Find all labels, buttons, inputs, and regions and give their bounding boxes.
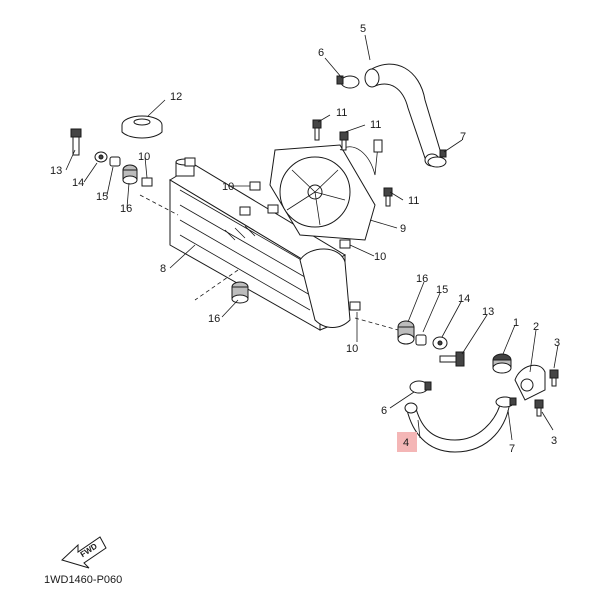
mount-guide-line xyxy=(354,317,399,331)
hose-clamp-top[interactable] xyxy=(336,75,360,89)
bolt-3-bottom[interactable] xyxy=(534,399,544,417)
hose-clamp-lower-left[interactable] xyxy=(409,380,432,394)
radiator-core[interactable] xyxy=(169,158,351,331)
callout-7[interactable]: 7 xyxy=(460,131,466,143)
callout-4-highlight xyxy=(397,432,417,452)
lower-radiator-hose[interactable] xyxy=(404,396,512,453)
callout-1[interactable]: 1 xyxy=(513,317,519,329)
bolt-11[interactable] xyxy=(383,187,393,207)
callout-2[interactable]: 2 xyxy=(533,321,539,333)
callout-8[interactable]: 8 xyxy=(160,263,166,275)
grommet-16-bottom[interactable] xyxy=(231,281,249,304)
leader-lines xyxy=(65,34,559,441)
callout-13[interactable]: 13 xyxy=(50,165,62,177)
bolt-3-top[interactable] xyxy=(549,369,559,387)
clip-10[interactable] xyxy=(267,204,279,214)
thermostat[interactable] xyxy=(492,353,512,374)
clip-10[interactable] xyxy=(249,181,261,191)
callout-7[interactable]: 7 xyxy=(509,443,515,455)
callout-13[interactable]: 13 xyxy=(482,306,494,318)
callout-16[interactable]: 16 xyxy=(416,273,428,285)
diagram-code: 1WD1460-P060 xyxy=(44,574,122,586)
clip-10[interactable] xyxy=(141,177,153,187)
callout-9[interactable]: 9 xyxy=(400,223,406,235)
bolt-11[interactable] xyxy=(339,131,349,151)
collar-15-left[interactable] xyxy=(109,156,121,167)
callout-6[interactable]: 6 xyxy=(318,47,324,59)
callout-12[interactable]: 12 xyxy=(170,91,182,103)
grommet-16-right[interactable] xyxy=(397,320,415,345)
callout-14[interactable]: 14 xyxy=(72,177,84,189)
bolt-13-right[interactable] xyxy=(439,351,465,367)
fwd-arrow: FWD xyxy=(61,536,107,569)
callout-3[interactable]: 3 xyxy=(551,435,557,447)
mount-guide-line xyxy=(139,194,179,216)
callout-labels: 5 6 12 11 11 7 13 10 14 15 16 10 11 9 10… xyxy=(50,23,560,455)
callout-11[interactable]: 11 xyxy=(408,195,419,207)
callout-16[interactable]: 16 xyxy=(208,313,220,325)
bolt-11[interactable] xyxy=(312,119,322,141)
thermostat-cover[interactable] xyxy=(514,364,546,401)
callout-10[interactable]: 10 xyxy=(374,251,386,263)
radiator-cap[interactable] xyxy=(121,115,163,139)
clip-10[interactable] xyxy=(349,301,361,311)
callout-15[interactable]: 15 xyxy=(436,284,448,296)
cooling-fan-assembly[interactable] xyxy=(269,139,383,241)
callout-10[interactable]: 10 xyxy=(346,343,358,355)
callout-11[interactable]: 11 xyxy=(336,107,347,119)
callout-6[interactable]: 6 xyxy=(381,405,387,417)
callout-10[interactable]: 10 xyxy=(138,151,150,163)
bolt-13-left[interactable] xyxy=(70,128,82,156)
washer-14-right[interactable] xyxy=(432,336,448,350)
washer-14-left[interactable] xyxy=(94,151,108,163)
callout-11[interactable]: 11 xyxy=(370,119,381,131)
callout-4[interactable]: 4 xyxy=(403,437,409,449)
collar-15-right[interactable] xyxy=(415,334,427,346)
grommet-16-left[interactable] xyxy=(122,164,138,185)
callout-15[interactable]: 15 xyxy=(96,191,108,203)
mount-guide-line xyxy=(194,269,239,301)
callout-10[interactable]: 10 xyxy=(222,181,234,193)
callout-3[interactable]: 3 xyxy=(554,337,560,349)
clip-10[interactable] xyxy=(339,239,351,249)
callout-14[interactable]: 14 xyxy=(458,293,470,305)
hose-clamp-lower-right[interactable] xyxy=(495,396,517,408)
hose-clamp-right[interactable] xyxy=(427,149,447,168)
callout-16[interactable]: 16 xyxy=(120,203,132,215)
clip-10[interactable] xyxy=(239,206,251,216)
callout-5[interactable]: 5 xyxy=(360,23,366,35)
clip-10[interactable] xyxy=(184,157,196,167)
